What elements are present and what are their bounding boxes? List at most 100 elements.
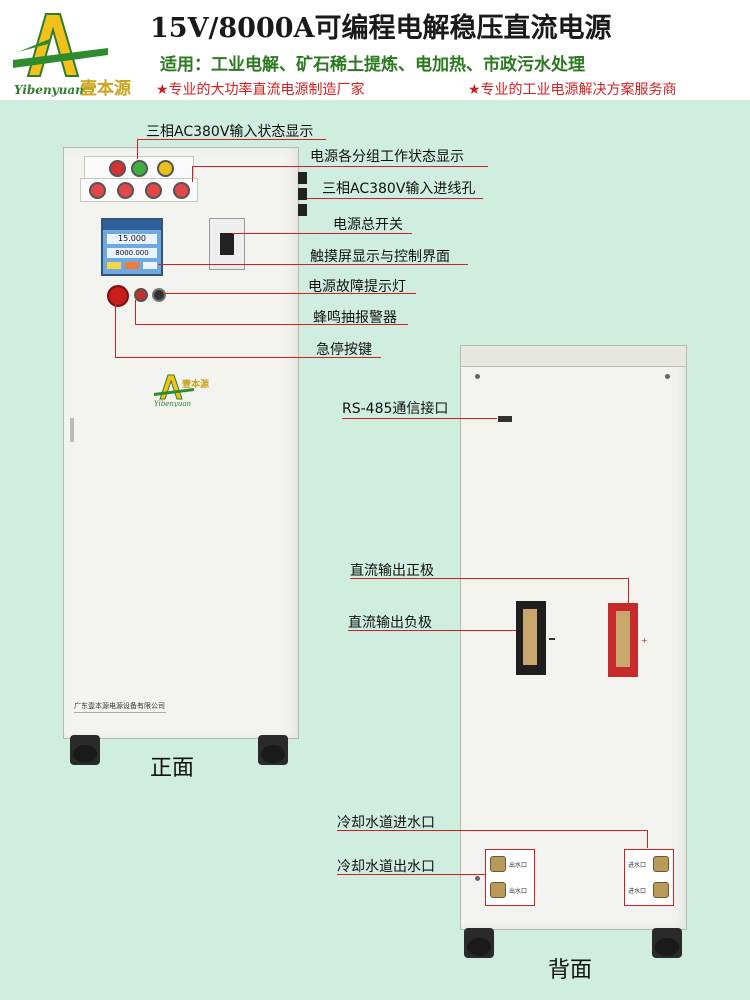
main-switch[interactable] (209, 218, 245, 270)
callout-line-2 (192, 166, 488, 167)
water-inlet-fitting-right[interactable] (653, 856, 669, 872)
inlet-label-right: 进水口 (628, 862, 647, 869)
group-status-lamp-strip (80, 178, 198, 202)
callout-line-water-in-b (647, 830, 648, 848)
page-title: 15V/8000A可编程电解稳压直流电源 (150, 13, 612, 44)
callout-line-rs485 (342, 418, 497, 419)
company-logo: Yibenyuan 壹本源 (8, 8, 140, 99)
front-caster-right (258, 735, 288, 765)
dc-positive-terminal (608, 603, 638, 677)
callout-line-6 (163, 293, 416, 294)
fault-indicator-lamp (134, 288, 148, 302)
screen-button-3[interactable] (143, 262, 157, 269)
water-outlet-fitting-left[interactable] (490, 856, 506, 872)
group-lamp-4 (173, 182, 190, 199)
water-port-panel-left: 出水口 出水口 (485, 849, 535, 906)
positive-mark: + (641, 636, 648, 645)
callout-line-7 (135, 324, 408, 325)
callout-rs485: RS-485通信接口 (342, 401, 449, 417)
group-lamp-3 (145, 182, 162, 199)
cable-hole-1 (298, 172, 307, 184)
screen-voltage: 15.000 (107, 234, 157, 244)
touchscreen[interactable]: 15.000 8000.000 (101, 218, 163, 276)
callout-line-water-out (337, 874, 485, 875)
buzzer-alarm (152, 288, 166, 302)
usage-line: 适用：工业电解、矿石稀土提炼、电加热、市政污水处理 (160, 55, 585, 75)
callout-line-negative (348, 630, 516, 631)
rs485-port[interactable] (498, 416, 512, 422)
svg-text:壹本源: 壹本源 (182, 378, 209, 390)
callout-line-positive-b (628, 578, 629, 604)
back-cabinet: + 出水口 出水口 进水口 进水口 (460, 345, 687, 930)
nameplate-company: 广东壹本源电源设备有限公司 (74, 702, 165, 710)
back-top-rim (461, 346, 686, 367)
callout-line-2b (192, 166, 193, 182)
input-lamp-yellow (157, 160, 174, 177)
callout-input-holes: 三相AC380V输入进线孔 (322, 181, 476, 197)
callout-line-1c (137, 139, 147, 140)
callout-water-inlet: 冷却水道进水口 (337, 815, 435, 831)
callout-touchscreen: 触摸屏显示与控制界面 (310, 249, 450, 265)
back-caster-left (464, 928, 494, 958)
callout-line-4 (232, 233, 412, 234)
dc-negative-terminal (516, 601, 546, 675)
outlet-label-left-2: 出水口 (509, 888, 528, 895)
group-lamp-2 (117, 182, 134, 199)
input-lamp-green (131, 160, 148, 177)
callout-line-8 (115, 357, 381, 358)
nameplate: 广东壹本源电源设备有限公司 (74, 701, 174, 719)
screen-button-1[interactable] (107, 262, 121, 269)
switch-handle[interactable] (220, 233, 234, 255)
nameplate-line (74, 712, 166, 713)
callout-line-8b (115, 303, 116, 357)
callout-line-5 (158, 264, 468, 265)
callout-line-7b (135, 300, 136, 324)
front-cabinet: 15.000 8000.000 壹本源 Yibenyuan 广东壹本源电源设备有… (63, 147, 299, 739)
negative-copper-bar (523, 609, 537, 665)
slogan-right: ★专业的工业电源解决方案服务商 (468, 82, 677, 98)
front-caster-left (70, 735, 100, 765)
screen-button-2[interactable] (125, 262, 139, 269)
input-status-lamp-strip (84, 156, 194, 180)
input-lamp-red (109, 160, 126, 177)
callout-line-1b (137, 139, 138, 159)
front-caption: 正面 (150, 756, 195, 781)
svg-text:Yibenyuan: Yibenyuan (154, 400, 192, 407)
cabinet-logo: 壹本源 Yibenyuan (152, 373, 210, 408)
water-outlet-fitting-right[interactable] (653, 882, 669, 898)
cable-hole-2 (298, 188, 307, 200)
outlet-label-left: 出水口 (509, 862, 528, 869)
screen-current: 8000.000 (107, 248, 157, 258)
callout-dc-positive: 直流输出正极 (350, 563, 434, 579)
svg-text:Yibenyuan: Yibenyuan (14, 83, 84, 97)
callout-line-3 (307, 198, 483, 199)
screw-bl (475, 876, 480, 881)
water-inlet-fitting-left[interactable] (490, 882, 506, 898)
screw-tr (665, 374, 670, 379)
callout-water-outlet: 冷却水道出水口 (337, 859, 435, 875)
group-lamp-1 (89, 182, 106, 199)
callout-emergency-stop: 急停按键 (316, 342, 372, 358)
screw-tl (475, 374, 480, 379)
positive-copper-bar (616, 611, 630, 667)
callout-main-switch: 电源总开关 (333, 217, 403, 233)
svg-text:壹本源: 壹本源 (80, 78, 131, 98)
callout-group-status: 电源各分组工作状态显示 (310, 149, 464, 165)
slogan-left: ★专业的大功率直流电源制造厂家 (156, 82, 365, 98)
callout-dc-negative: 直流输出负极 (348, 615, 432, 631)
callout-buzzer: 蜂鸣抽报警器 (313, 310, 397, 326)
emergency-stop-button[interactable] (107, 285, 129, 307)
callout-fault-lamp: 电源故障提示灯 (308, 279, 406, 295)
callout-input-status: 三相AC380V输入状态显示 (146, 124, 314, 140)
back-caption: 背面 (548, 958, 593, 983)
callout-line-1 (146, 139, 326, 140)
back-caster-right (652, 928, 682, 958)
inlet-label-right-2: 进水口 (628, 888, 647, 895)
door-handle[interactable] (70, 418, 74, 442)
callout-line-water-in (337, 830, 647, 831)
negative-mark (549, 638, 555, 640)
screen-title-bar (103, 220, 161, 230)
water-port-panel-right: 进水口 进水口 (624, 849, 674, 906)
cable-hole-3 (298, 204, 307, 216)
callout-line-positive (350, 578, 628, 579)
